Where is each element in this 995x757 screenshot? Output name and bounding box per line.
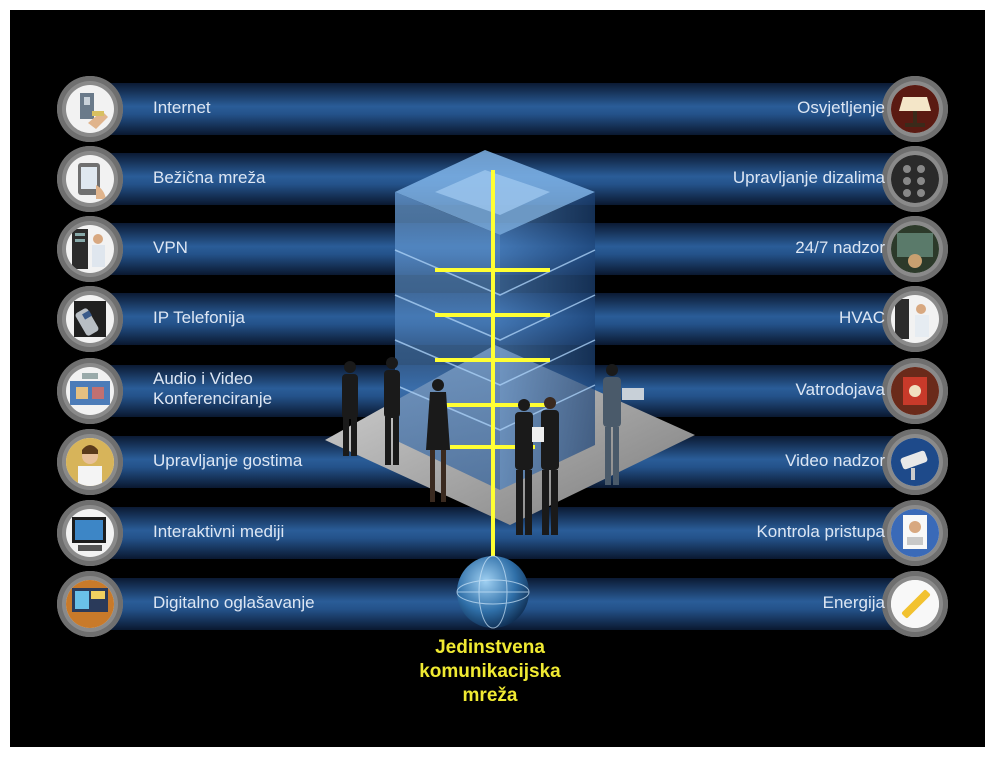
circle-ip-telephony bbox=[57, 286, 123, 352]
receptionist-icon bbox=[66, 438, 114, 486]
label-digital-signage: Digitalno oglašavanje bbox=[153, 593, 315, 612]
band-internet bbox=[80, 83, 500, 135]
circle-conferencing bbox=[57, 358, 123, 424]
technician-icon bbox=[895, 299, 929, 339]
circle-guest-management bbox=[57, 429, 123, 495]
hand-keycard-icon bbox=[80, 93, 108, 129]
circle-interactive-media bbox=[57, 500, 123, 566]
energy-icon bbox=[891, 580, 939, 628]
ip-phone-icon bbox=[74, 301, 106, 337]
video-conference-icon bbox=[70, 373, 110, 405]
person-at-server-icon bbox=[72, 229, 105, 269]
building-front-face bbox=[395, 192, 500, 490]
label-video-surveillance: Video nadzor bbox=[785, 451, 885, 470]
label-access-control: Kontrola pristupa bbox=[756, 522, 885, 541]
circle-fire-alarm bbox=[882, 358, 948, 424]
caption-line-1: Jedinstvena bbox=[435, 637, 545, 658]
caption-line-3: mreža bbox=[462, 685, 518, 706]
label-monitoring: 24/7 nadzor bbox=[795, 238, 885, 257]
diagram-canvas: Internet Bežična mreža VPN IP Telefonija… bbox=[10, 10, 985, 747]
label-ip-telephony: IP Telefonija bbox=[153, 308, 245, 327]
label-guest-management: Upravljanje gostima bbox=[153, 451, 303, 470]
surveillance-monitor-icon bbox=[891, 225, 939, 273]
circle-hvac bbox=[882, 286, 948, 352]
network-caption: Jedinstvena komunikacijska mreža bbox=[390, 636, 590, 708]
fire-alarm-icon bbox=[891, 367, 939, 415]
circle-vpn bbox=[57, 216, 123, 282]
media-screen-icon bbox=[72, 517, 106, 551]
band-interactive-media bbox=[80, 507, 500, 559]
elevator-buttons-icon bbox=[891, 155, 939, 203]
circle-video-surveillance bbox=[882, 429, 948, 495]
label-interactive-media: Interaktivni mediji bbox=[153, 522, 285, 541]
digital-signage-icon bbox=[66, 580, 114, 628]
label-wireless: Bežična mreža bbox=[153, 168, 266, 187]
lamp-icon bbox=[891, 85, 939, 133]
label-elevator: Upravljanje dizalima bbox=[732, 168, 885, 187]
label-vpn: VPN bbox=[153, 238, 188, 257]
security-camera-icon bbox=[891, 438, 939, 486]
label-energy: Energija bbox=[822, 593, 885, 612]
circle-elevator bbox=[882, 146, 948, 212]
circle-access-control bbox=[882, 500, 948, 566]
label-hvac: HVAC bbox=[839, 308, 885, 327]
band-energy bbox=[495, 578, 915, 630]
band-access-control bbox=[495, 507, 915, 559]
circle-digital-signage bbox=[57, 571, 123, 637]
circle-energy bbox=[882, 571, 948, 637]
circle-monitoring bbox=[882, 216, 948, 282]
tablet-device-icon bbox=[78, 163, 106, 199]
label-lighting: Osvjetljenje bbox=[797, 98, 885, 117]
circle-lighting bbox=[882, 76, 948, 142]
band-digital-signage bbox=[80, 578, 500, 630]
circle-wireless bbox=[57, 146, 123, 212]
band-lighting bbox=[495, 83, 915, 135]
label-fire-alarm: Vatrodojava bbox=[795, 380, 885, 399]
label-conferencing: Audio i Video Konferenciranje bbox=[153, 369, 273, 408]
access-card-icon bbox=[891, 509, 939, 557]
label-internet: Internet bbox=[153, 98, 211, 117]
building-network-illustration bbox=[325, 150, 695, 629]
circle-internet bbox=[57, 76, 123, 142]
caption-line-2: komunikacijska bbox=[419, 661, 561, 682]
business-people bbox=[342, 357, 644, 535]
